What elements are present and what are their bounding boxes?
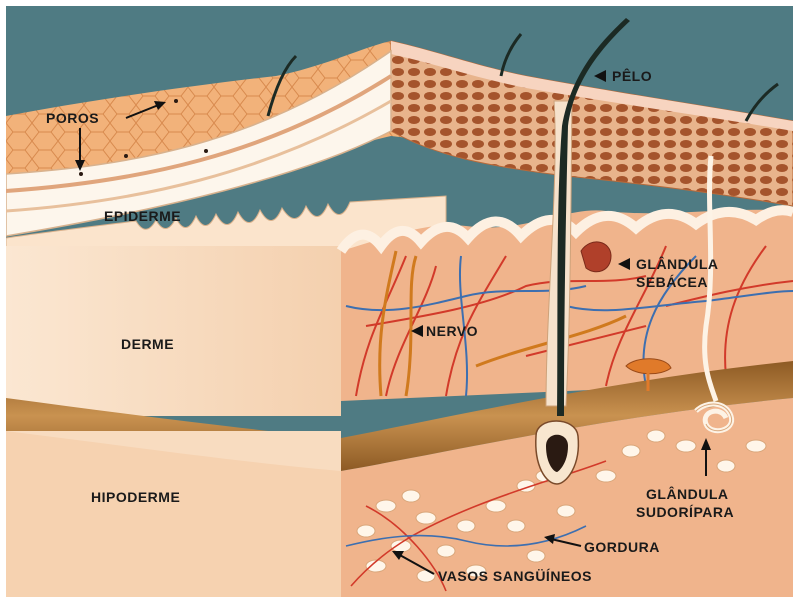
svg-text:GLÂNDULA: GLÂNDULA <box>646 485 729 502</box>
glandula-sebacea <box>581 242 611 272</box>
svg-text:NERVO: NERVO <box>426 323 478 339</box>
derme-block <box>6 246 341 416</box>
svg-text:VASOS SANGÜÍNEOS: VASOS SANGÜÍNEOS <box>438 568 592 584</box>
skin-illustration: POROS PÊLO EPIDERME DERME HIPODERME NERV… <box>6 6 793 597</box>
skin-diagram: POROS PÊLO EPIDERME DERME HIPODERME NERV… <box>6 6 793 597</box>
svg-text:GORDURA: GORDURA <box>584 539 660 555</box>
svg-text:EPIDERME: EPIDERME <box>104 208 181 224</box>
svg-text:PÊLO: PÊLO <box>612 67 652 84</box>
svg-text:SUDORÍPARA: SUDORÍPARA <box>636 504 734 520</box>
svg-text:SEBÁCEA: SEBÁCEA <box>636 274 708 290</box>
svg-text:POROS: POROS <box>46 110 99 126</box>
label-hipoderme: HIPODERME <box>91 489 180 505</box>
label-epiderme: EPIDERME <box>104 208 181 224</box>
svg-text:DERME: DERME <box>121 336 174 352</box>
svg-text:HIPODERME: HIPODERME <box>91 489 180 505</box>
label-derme: DERME <box>121 336 174 352</box>
label-pelo: PÊLO <box>594 67 652 84</box>
svg-text:GLÂNDULA: GLÂNDULA <box>636 255 719 272</box>
